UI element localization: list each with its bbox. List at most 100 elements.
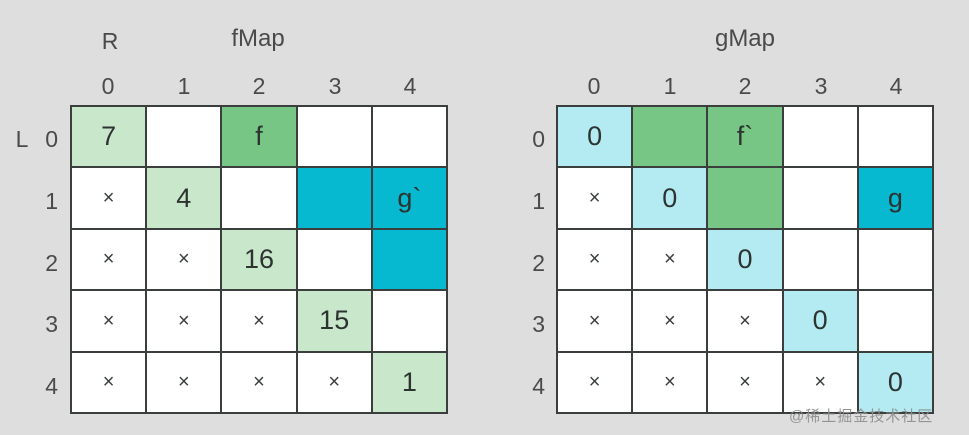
cell-value: ×: [328, 371, 341, 394]
cell-value: 0: [587, 121, 603, 152]
cell-value: ×: [588, 371, 601, 394]
cell-fmap-r3-c1[interactable]: ×: [147, 291, 221, 351]
cell-gmap-r2-c3[interactable]: [783, 229, 857, 290]
cell-gmap-r2-c4[interactable]: [858, 229, 932, 290]
cell-gmap-r3-c4[interactable]: [858, 291, 932, 351]
fmap-title: fMap: [231, 25, 285, 52]
cell-fmap-r1-c0[interactable]: ×: [72, 168, 146, 228]
gmap-col-header-0: 0: [587, 73, 601, 99]
cell-gmap-r4-c3[interactable]: ×: [783, 352, 857, 412]
cell-fmap-r2-c1[interactable]: ×: [147, 229, 221, 290]
cell-fmap-r3-c3[interactable]: 15: [297, 291, 371, 351]
cell-gmap-r3-c1[interactable]: ×: [633, 291, 707, 351]
gmap-col-header-1: 1: [663, 73, 677, 99]
cell-gmap-r1-c3[interactable]: [783, 168, 857, 228]
gmap-row-header-3: 3: [532, 311, 545, 337]
cell-fmap-r0-c0[interactable]: 7: [72, 107, 146, 167]
cell-gmap-r2-c0[interactable]: ×: [558, 229, 632, 290]
cell-fmap-r1-c1[interactable]: 4: [147, 168, 221, 228]
cell-fmap-r1-c2[interactable]: [222, 168, 296, 228]
gmap-col-header-2: 2: [738, 73, 752, 99]
cell-gmap-r3-c0[interactable]: ×: [558, 291, 632, 351]
cell-fmap-r0-c4[interactable]: [372, 107, 446, 167]
cell-gmap-r1-c1[interactable]: 0: [633, 168, 707, 228]
cell-value: g: [887, 182, 903, 213]
cell-fmap-r0-c1[interactable]: [147, 107, 221, 167]
fmap-col-header-2: 2: [252, 73, 266, 99]
col-axis-label-r: R: [101, 28, 119, 54]
cell-fmap-r4-c2[interactable]: ×: [222, 352, 296, 412]
cell-gmap-r2-c2[interactable]: 0: [708, 229, 782, 290]
cell-gmap-r0-c1[interactable]: [633, 107, 707, 167]
cell-value: f`: [736, 121, 754, 152]
gmap-row-header-2: 2: [532, 250, 545, 276]
row-axis-label-l: L: [15, 126, 29, 152]
fmap-row-header-1: 1: [45, 188, 58, 214]
cell-gmap-r1-c2[interactable]: [708, 168, 782, 228]
cell-fmap-r1-c3[interactable]: [297, 168, 371, 228]
gmap-col-header-3: 3: [814, 73, 828, 99]
cell-value: ×: [588, 309, 601, 332]
cell-gmap-r4-c0[interactable]: ×: [558, 352, 632, 412]
cell-value: ×: [102, 371, 115, 394]
cell-value: ×: [253, 371, 265, 394]
gmap-title: gMap: [714, 25, 776, 52]
cell-value: ×: [663, 371, 676, 394]
cell-value: ×: [739, 309, 751, 332]
fmap-col-header-3: 3: [328, 73, 342, 99]
cell-value: 4: [176, 182, 192, 213]
cell-value: ×: [588, 248, 601, 271]
cell-value: 7: [101, 121, 117, 152]
cell-value: ×: [177, 371, 190, 394]
cell-gmap-r0-c2[interactable]: f`: [708, 107, 782, 167]
cell-fmap-r4-c3[interactable]: ×: [297, 352, 371, 412]
cell-value: f: [255, 121, 263, 152]
fmap-grid: 7 f × 4 g` × × 16 × × × 15 × × × × 1: [70, 105, 448, 414]
cell-value: g`: [397, 182, 422, 213]
cell-gmap-r3-c3[interactable]: 0: [783, 291, 857, 351]
cell-value: 0: [812, 305, 828, 336]
cell-gmap-r0-c0[interactable]: 0: [558, 107, 632, 167]
cell-fmap-r2-c2[interactable]: 16: [222, 229, 296, 290]
fmap-col-header-0: 0: [101, 73, 115, 99]
cell-value: ×: [102, 309, 115, 332]
fmap-row-header-3: 3: [45, 311, 58, 337]
cell-value: ×: [102, 187, 115, 210]
fmap-row-header-4: 4: [45, 373, 58, 399]
cell-gmap-r3-c2[interactable]: ×: [708, 291, 782, 351]
cell-value: ×: [177, 248, 190, 271]
gmap-row-header-4: 4: [532, 373, 545, 399]
cell-fmap-r3-c4[interactable]: [372, 291, 446, 351]
cell-value: ×: [253, 309, 265, 332]
cell-value: 15: [319, 305, 350, 336]
cell-fmap-r2-c3[interactable]: [297, 229, 371, 290]
cell-gmap-r0-c3[interactable]: [783, 107, 857, 167]
fmap-row-header-0: 0: [45, 126, 58, 152]
cell-fmap-r1-c4[interactable]: g`: [372, 168, 446, 228]
cell-gmap-r1-c4[interactable]: g: [858, 168, 932, 228]
gmap-col-header-4: 4: [889, 73, 903, 99]
cell-fmap-r3-c0[interactable]: ×: [72, 291, 146, 351]
cell-value: 0: [737, 243, 753, 274]
gmap-row-header-1: 1: [532, 188, 545, 214]
cell-gmap-r4-c2[interactable]: ×: [708, 352, 782, 412]
cell-fmap-r2-c4[interactable]: [372, 229, 446, 290]
cell-gmap-r4-c1[interactable]: ×: [633, 352, 707, 412]
cell-fmap-r4-c4[interactable]: 1: [372, 352, 446, 412]
fmap-col-header-1: 1: [177, 73, 191, 99]
cell-fmap-r0-c2[interactable]: f: [222, 107, 296, 167]
cell-gmap-r0-c4[interactable]: [858, 107, 932, 167]
cell-fmap-r3-c2[interactable]: ×: [222, 291, 296, 351]
cell-gmap-r2-c1[interactable]: ×: [633, 229, 707, 290]
cell-fmap-r4-c1[interactable]: ×: [147, 352, 221, 412]
cell-fmap-r0-c3[interactable]: [297, 107, 371, 167]
cell-gmap-r1-c0[interactable]: ×: [558, 168, 632, 228]
cell-fmap-r2-c0[interactable]: ×: [72, 229, 146, 290]
cell-fmap-r4-c0[interactable]: ×: [72, 352, 146, 412]
cell-value: 1: [401, 366, 417, 397]
cell-gmap-r4-c4[interactable]: 0: [858, 352, 932, 412]
cell-value: ×: [739, 371, 751, 394]
cell-value: 0: [662, 182, 678, 213]
cell-value: ×: [177, 309, 190, 332]
